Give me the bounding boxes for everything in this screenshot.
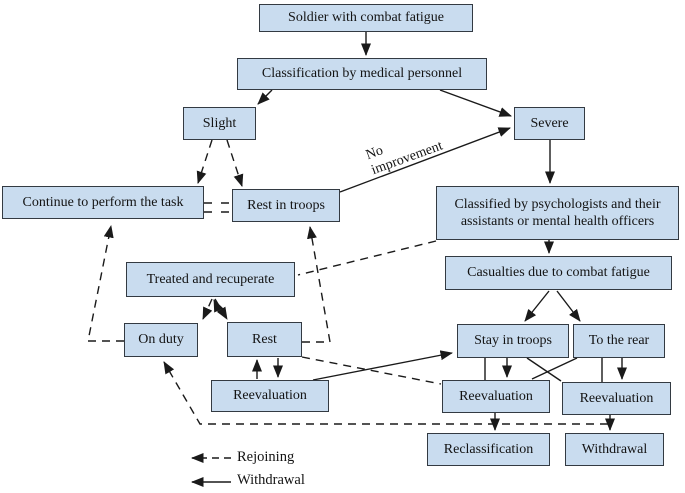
node-withdrawal: Withdrawal: [565, 433, 664, 466]
node-soldier-with-combat-fatigue: Soldier with combat fatigue: [259, 4, 473, 32]
edge-classified-to-treated-dashed: [297, 240, 437, 276]
node-continue-to-perform-the-task: Continue to perform the task: [2, 186, 204, 219]
edge-rear-to-reevalmid-diagonal: [531, 357, 578, 380]
node-treated-and-recuperate: Treated and recuperate: [126, 262, 295, 297]
edge-casualties-to-rear: [556, 290, 581, 322]
node-rest: Rest: [227, 322, 302, 357]
edge-reevalleft-to-stay: [312, 350, 453, 381]
node-severe: Severe: [514, 107, 585, 140]
edge-onduty-to-continue-dashed: [87, 225, 124, 342]
node-reevaluation-middle: Reevaluation: [442, 380, 550, 413]
node-slight: Slight: [183, 107, 256, 140]
edge-stay-to-reevalright-diagonal: [526, 357, 562, 382]
edge-casualties-to-stay: [524, 290, 550, 322]
edge-rest-to-restintroops-dashed: [302, 226, 331, 343]
edge-slight-to-restintroops-dashed: [226, 139, 244, 187]
legend-withdrawal-label: Withdrawal: [237, 472, 305, 488]
node-on-duty: On duty: [124, 323, 198, 357]
node-casualties-due-to-combat-fatigue: Casualties due to combat fatigue: [445, 256, 672, 290]
node-reevaluation-right: Reevaluation: [562, 382, 671, 415]
edge-treated-to-onduty-dashed: [202, 298, 213, 320]
edge-rest-to-reevalmid-dashed: [301, 356, 442, 385]
legend-rejoining-label: Rejoining: [237, 449, 295, 465]
node-rest-in-troops: Rest in troops: [232, 189, 340, 222]
edge-treated-to-rest-dashed: [214, 298, 228, 320]
node-to-the-rear: To the rear: [573, 324, 665, 358]
node-classification-by-medical-personnel: Classification by medical personnel: [237, 58, 487, 90]
edge-classification-to-severe: [439, 89, 512, 117]
edge-slight-to-continue-dashed: [196, 139, 213, 184]
node-classified-by-psychologists: Classified by psychologists and their as…: [436, 186, 679, 240]
node-stay-in-troops: Stay in troops: [457, 324, 569, 358]
edge-restintroops-to-severe-no-improvement: [339, 127, 511, 193]
edge-classification-to-slight: [257, 89, 273, 105]
node-reevaluation-left: Reevaluation: [211, 380, 329, 412]
edge-reevalright-to-onduty-rejoining: [163, 361, 608, 425]
node-reclassification: Reclassification: [427, 433, 550, 466]
